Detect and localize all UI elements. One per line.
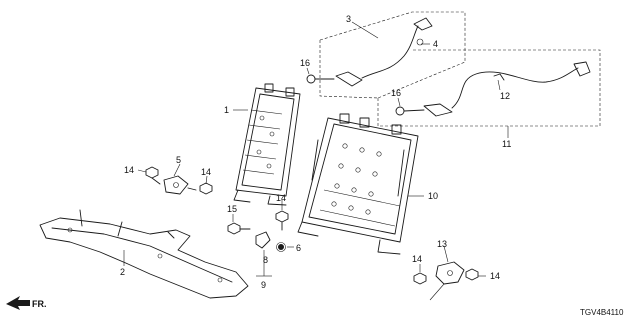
bolt-15[interactable] (227, 222, 251, 235)
callout-16-b: 16 (391, 88, 401, 98)
callout-10: 10 (428, 191, 438, 201)
bolt-14-c[interactable] (275, 210, 289, 231)
callout-14-e: 14 (490, 271, 500, 281)
lower-hinge-bracket[interactable] (435, 261, 465, 285)
callout-14-d: 14 (412, 254, 422, 264)
leader-lines (123, 21, 509, 301)
fastener-16-upper[interactable] (306, 74, 335, 84)
callout-12: 12 (500, 91, 510, 101)
diagram-code: TGV4B4110 (580, 308, 624, 317)
callout-14-a: 14 (124, 165, 134, 175)
bolt-14-e[interactable] (465, 268, 479, 281)
bolt-14-d[interactable] (413, 272, 427, 285)
hinge-bracket[interactable] (163, 175, 189, 195)
front-direction-arrow (6, 296, 30, 310)
callout-11: 11 (502, 139, 511, 149)
callout-2: 2 (120, 267, 125, 277)
group-box-11 (377, 49, 601, 127)
group-box-3 (319, 11, 466, 99)
cross-member[interactable] (39, 209, 249, 299)
callout-9: 9 (261, 280, 266, 290)
callout-14-c: 14 (276, 193, 286, 203)
release-cable-upper[interactable] (335, 17, 433, 87)
callout-13: 13 (437, 239, 447, 249)
latch-8[interactable] (255, 231, 271, 249)
direction-label: FR. (32, 299, 47, 309)
seat-back-frame-center[interactable] (297, 113, 419, 255)
callout-4: 4 (433, 39, 438, 49)
nut-6[interactable] (276, 242, 286, 252)
bolt-14-b[interactable] (187, 182, 213, 195)
fastener-16-lower[interactable] (395, 106, 425, 116)
callout-6: 6 (296, 243, 301, 253)
callout-5: 5 (176, 155, 181, 165)
seat-back-frame-left[interactable] (233, 83, 301, 206)
callout-1: 1 (224, 105, 229, 115)
callout-3: 3 (346, 14, 351, 24)
callout-8: 8 (263, 255, 268, 265)
callout-15: 15 (227, 204, 237, 214)
callout-14-b: 14 (201, 167, 211, 177)
callout-16-a: 16 (300, 58, 310, 68)
bolt-14-a[interactable] (145, 166, 161, 185)
release-cable-lower[interactable] (423, 61, 591, 117)
